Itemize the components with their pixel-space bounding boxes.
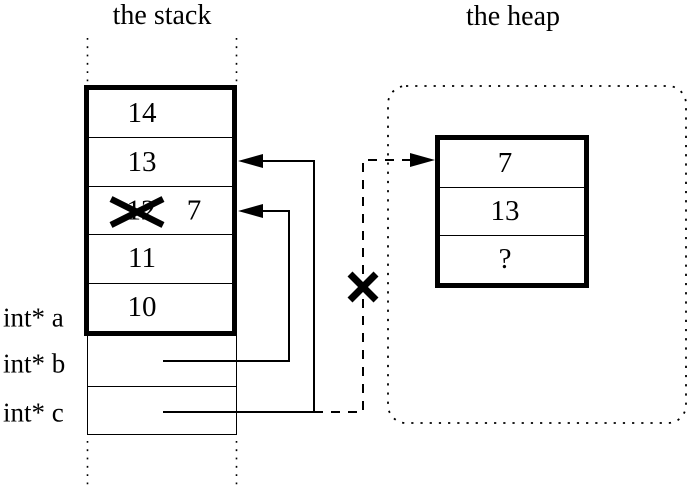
label-int-ptr-a: int* a	[3, 302, 64, 333]
stack-cell-pointer-c	[87, 387, 237, 435]
stack-cell-14: 14	[127, 97, 157, 130]
stack-cell-11: 11	[89, 234, 232, 282]
label-int-ptr-c: int* c	[3, 397, 64, 428]
invalid-pointer-cross-icon	[347, 271, 379, 303]
heap-title: the heap	[465, 1, 561, 32]
dangling-pointer-arrowhead-icon	[410, 153, 435, 167]
new-value: 7	[186, 194, 202, 227]
old-value-crossed-out: 12	[126, 194, 156, 227]
label-int-ptr-b: int* b	[3, 348, 66, 379]
dangling-pointer-dashed-line	[314, 159, 412, 413]
stack-cell-10: 10	[89, 282, 232, 331]
stack-cell-pointer-b	[87, 336, 237, 387]
heap-cell-7: 7	[497, 147, 513, 179]
stack-cell-overwritten: 12 7	[89, 185, 232, 234]
stack-title: the stack	[112, 0, 212, 31]
stack-box: 14 13 12 7 11 10	[84, 85, 237, 336]
heap-cell-13: 13	[440, 187, 584, 235]
heap-object-box: 7 13 ?	[435, 135, 589, 288]
pointer-b-arrowhead-icon	[238, 204, 263, 218]
heap-cell-unknown: ?	[440, 235, 584, 283]
pointer-c-arrowhead-icon	[238, 154, 263, 168]
stack-cell-13: 13	[89, 137, 232, 185]
